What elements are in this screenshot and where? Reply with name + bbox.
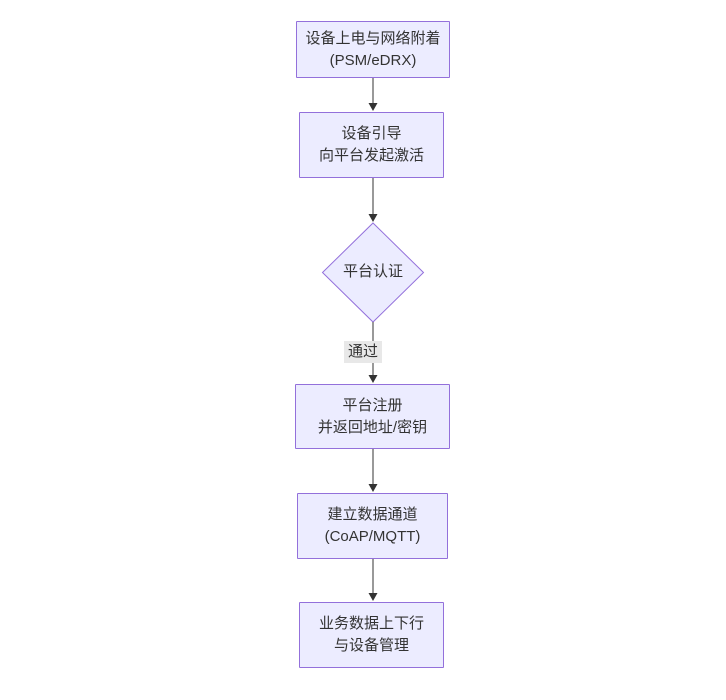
arrow-power-to-bootstrap-head (368, 103, 378, 111)
node-line: 向平台发起激活 (318, 147, 424, 164)
arrow-channel-to-business-head (368, 593, 378, 601)
node-line: 平台注册 (342, 396, 403, 414)
node-business-data: 业务数据上下行 与设备管理 (299, 602, 444, 668)
node-line: 设备引导 (341, 125, 402, 142)
edge-label-pass: 通过 (344, 341, 383, 363)
node-line: (PSM/eDRX) (329, 51, 417, 69)
node-data-channel: 建立数据通道 (CoAP/MQTT) (297, 493, 448, 559)
arrow-auth-to-register-head (368, 375, 378, 383)
arrow-register-to-channel-head (368, 484, 378, 492)
node-platform-auth-label: 平台认证 (342, 263, 403, 280)
arrow-bootstrap-to-auth-head (368, 214, 378, 222)
node-power-network-attach: 设备上电与网络附着 (PSM/eDRX) (296, 21, 450, 78)
node-line: 建立数据通道 (327, 506, 418, 523)
node-device-bootstrap: 设备引导 向平台发起激活 (299, 112, 444, 178)
node-line: 与设备管理 (333, 637, 409, 654)
node-line: (CoAP/MQTT) (324, 528, 421, 545)
node-platform-register: 平台注册 并返回地址/密钥 (295, 384, 450, 449)
node-line: 设备上电与网络附着 (305, 29, 441, 47)
node-line: 并返回地址/密钥 (317, 418, 428, 436)
node-line: 业务数据上下行 (318, 615, 424, 632)
